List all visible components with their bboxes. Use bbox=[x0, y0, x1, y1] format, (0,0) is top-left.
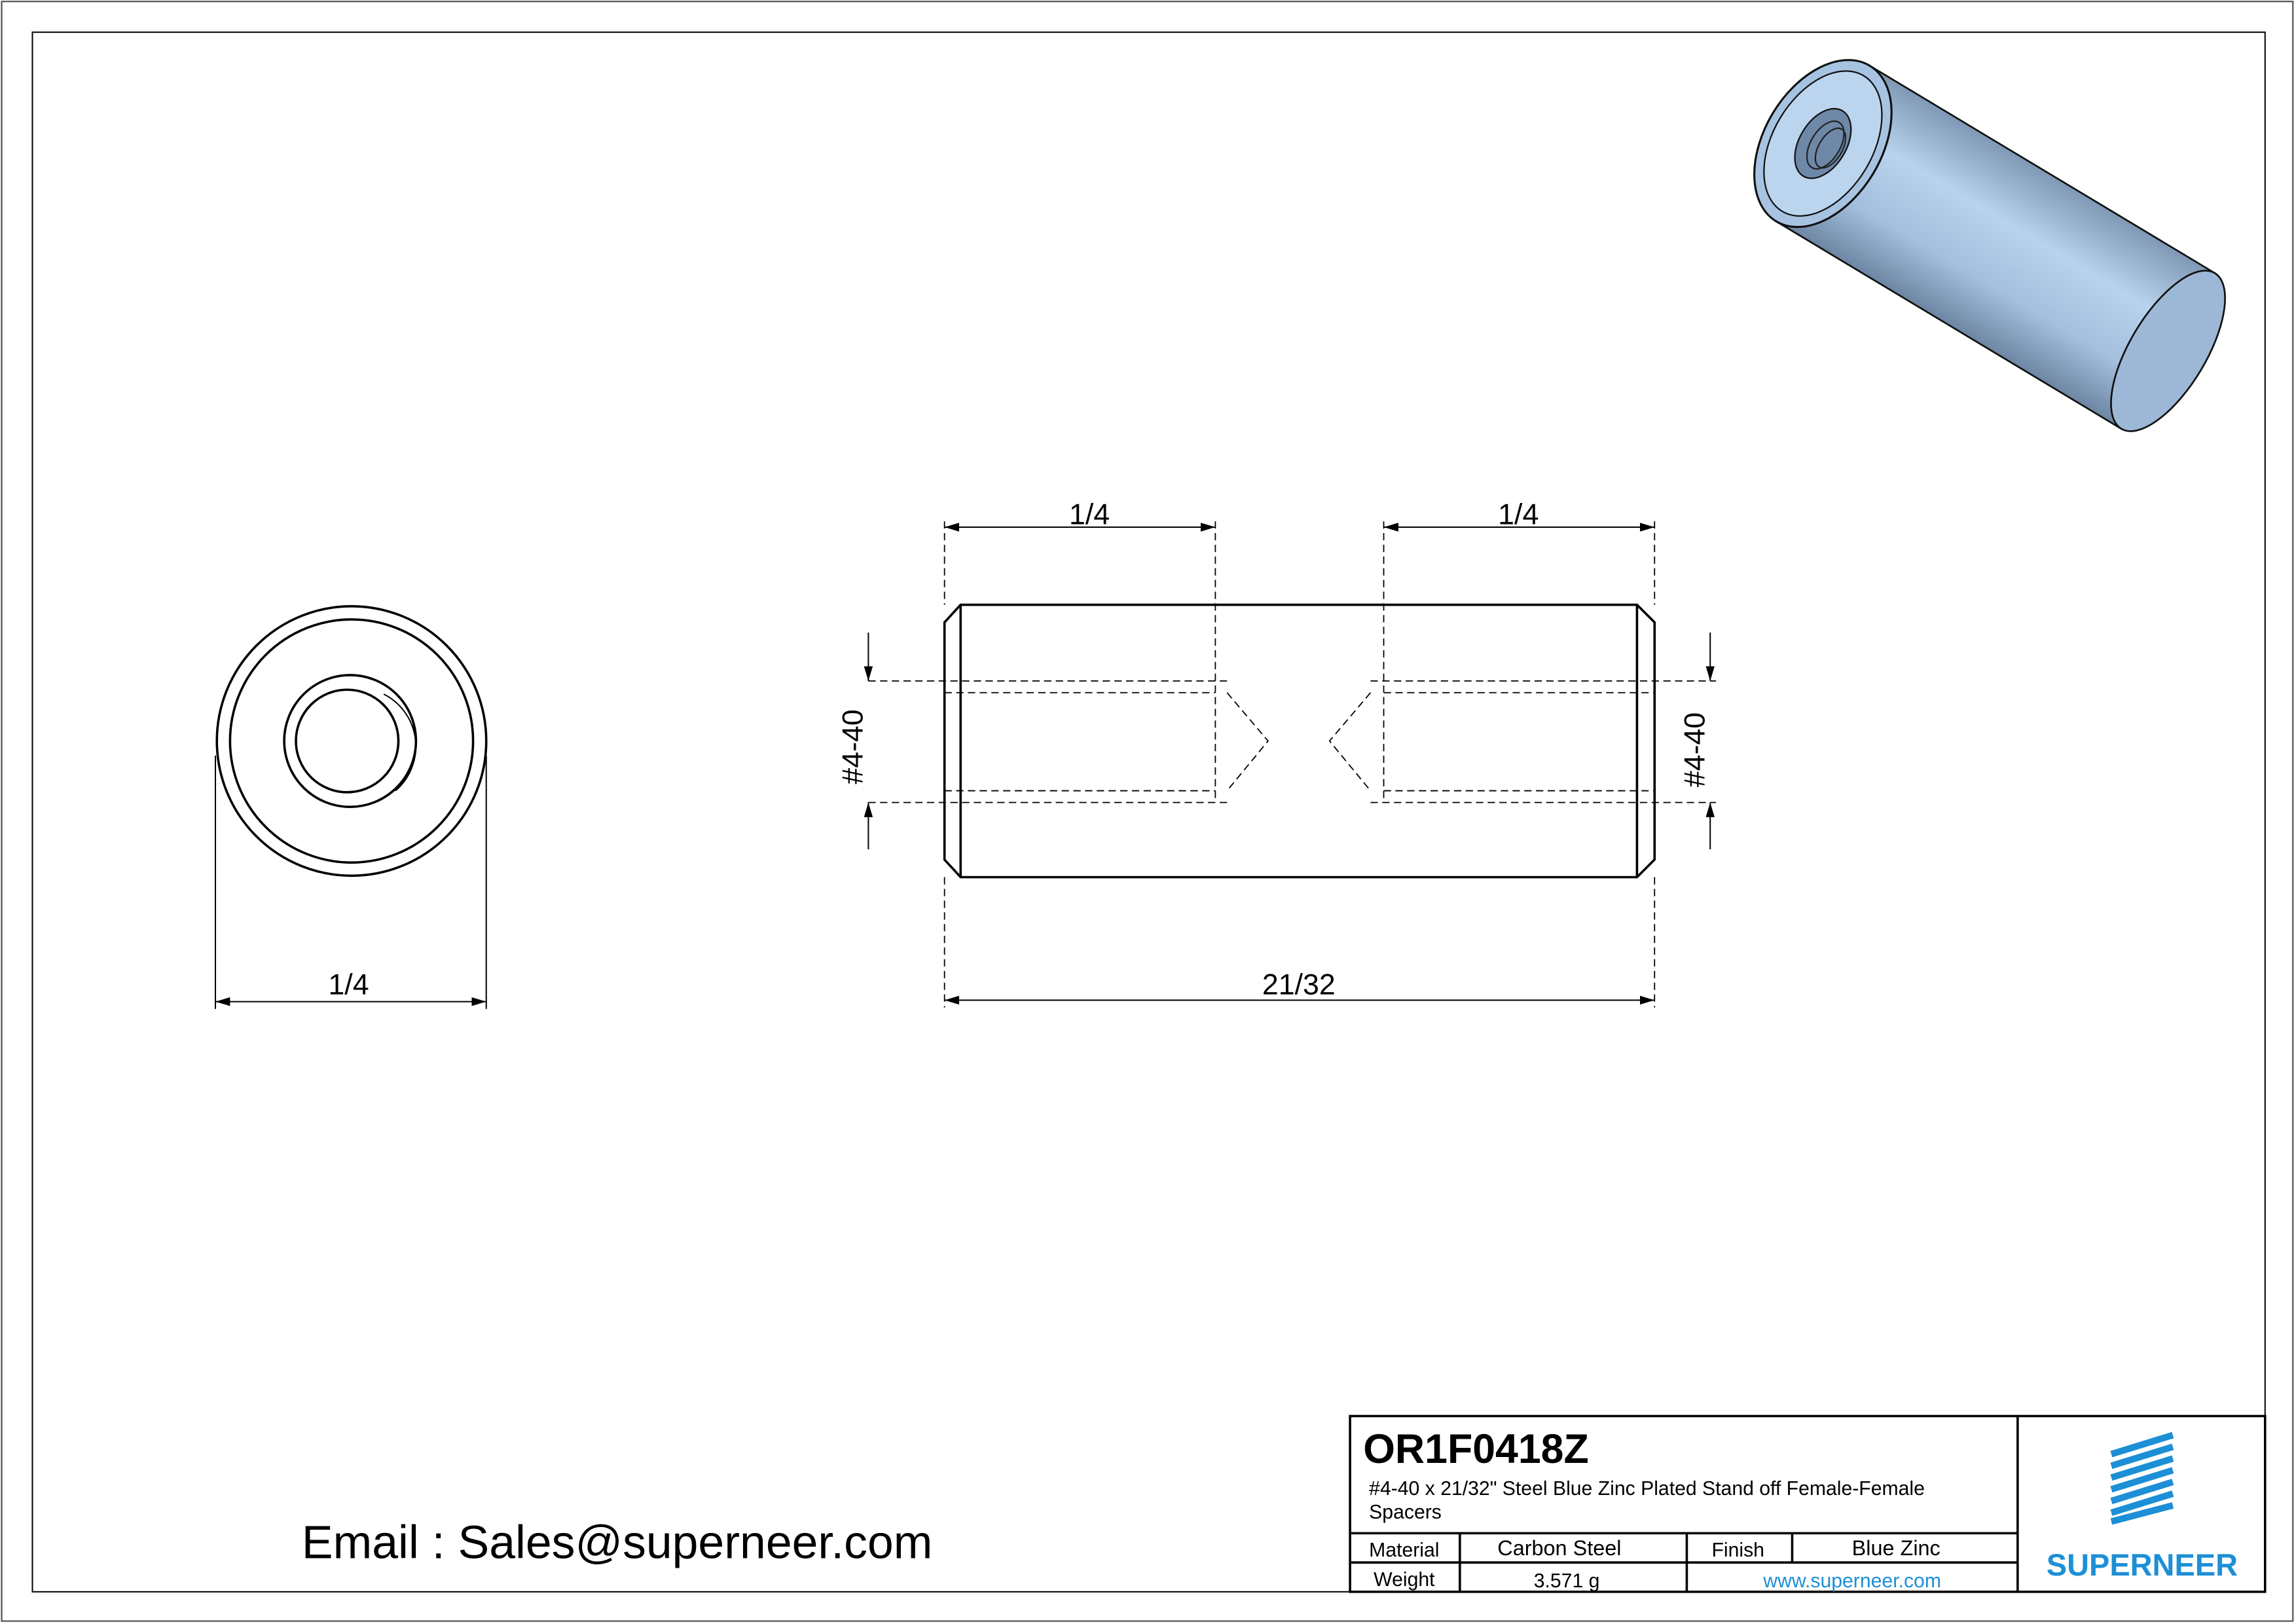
part-description: #4-40 x 21/32" Steel Blue Zinc Plated St… bbox=[1369, 1478, 1925, 1500]
weight-label: Weight bbox=[1374, 1569, 1435, 1591]
finish-value: Blue Zinc bbox=[1852, 1536, 1941, 1560]
website-link[interactable]: www.superneer.com bbox=[1762, 1570, 1941, 1592]
brand-name: SUPERNEER bbox=[2047, 1547, 2238, 1582]
weight-value: 3.571 g bbox=[1534, 1570, 1600, 1592]
part-number: OR1F0418Z bbox=[1363, 1426, 1589, 1472]
overall-length-dim: 21/32 bbox=[1262, 969, 1336, 1001]
finish-label: Finish bbox=[1711, 1540, 1764, 1561]
title-block bbox=[1349, 1414, 2267, 1593]
right-thread-depth-dim: 1/4 bbox=[1498, 499, 1539, 531]
inner-border bbox=[31, 31, 2266, 1593]
left-thread-dim: #4-40 bbox=[837, 709, 869, 784]
right-thread-dim: #4-40 bbox=[1679, 712, 1711, 787]
contact-email: Email : Sales@superneer.com bbox=[302, 1516, 932, 1568]
part-description-line2: Spacers bbox=[1369, 1502, 1442, 1523]
isometric-part-view bbox=[1753, 59, 2226, 432]
front-view bbox=[215, 605, 488, 1009]
left-thread-depth-dim: 1/4 bbox=[1069, 499, 1110, 531]
front-view-diameter-dim: 1/4 bbox=[328, 969, 369, 1001]
material-label: Material bbox=[1369, 1540, 1439, 1561]
superneer-logo-icon bbox=[2110, 1431, 2174, 1525]
side-view bbox=[864, 521, 1717, 1008]
material-value: Carbon Steel bbox=[1497, 1536, 1621, 1560]
